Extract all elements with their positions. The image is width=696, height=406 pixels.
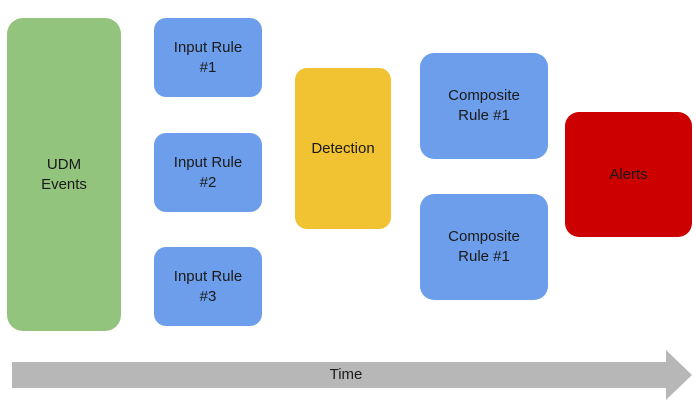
alerts-label: Alerts [609,165,648,183]
alerts-node: Alerts [565,112,692,237]
time-label: Time [329,366,363,383]
composite-rule-1-node: Composite Rule #1 [420,53,548,159]
input-rule-1-node: Input Rule #1 [154,18,262,97]
composite-rule-1-label: Composite Rule #1 [448,87,520,124]
udm-events-node: UDM Events [7,18,121,331]
detection-node: Detection [295,68,391,229]
composite-rule-2-label: Composite Rule #1 [448,228,520,265]
input-rule-1-label: Input Rule #1 [173,38,243,76]
udm-events-label: UDM Events [41,155,87,193]
input-rule-2-node: Input Rule #2 [154,133,262,212]
input-rule-3-label: Input Rule #3 [173,267,243,305]
composite-rule-2-node: Composite Rule #1 [420,194,548,300]
time-arrow-shape [12,350,692,400]
input-rule-2-label: Input Rule #2 [173,153,243,191]
detection-label: Detection [311,139,375,157]
input-rule-3-node: Input Rule #3 [154,247,262,326]
